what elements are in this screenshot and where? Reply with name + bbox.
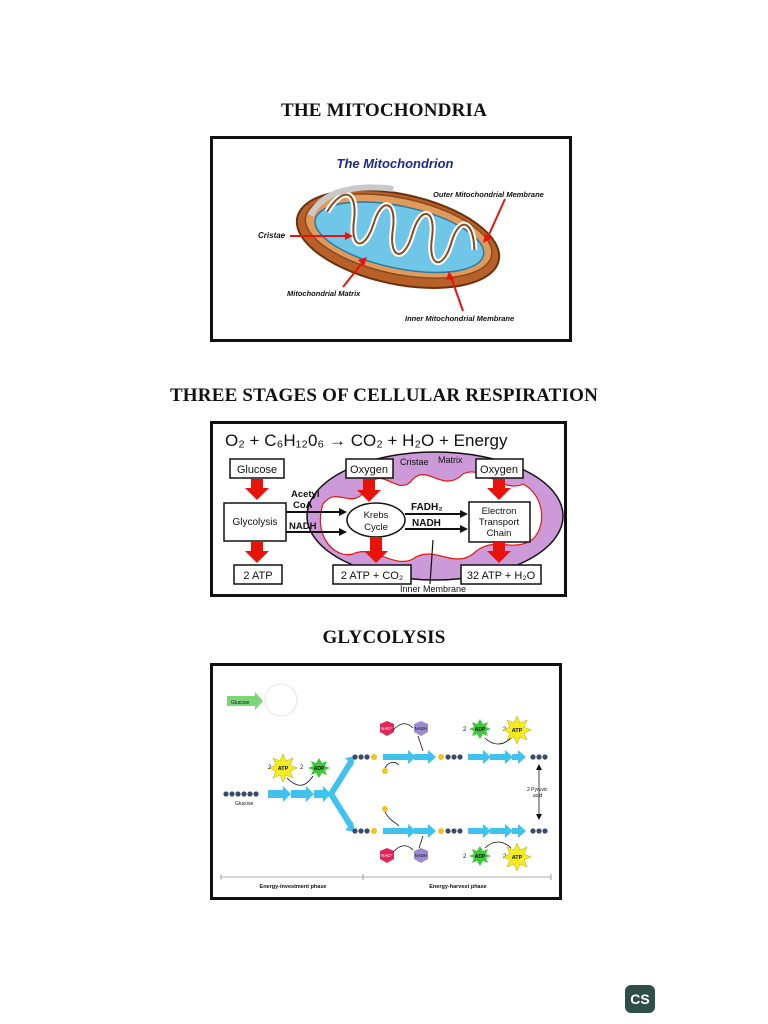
label-outer-membrane: Outer Mitochondrial Membrane (433, 190, 544, 199)
text-oxygen-1: Oxygen (350, 464, 388, 476)
red-arrow-4 (245, 542, 269, 563)
box-atp-1 (233, 564, 283, 585)
bottom-chain-a (352, 828, 370, 834)
investment-arrows (268, 786, 331, 802)
nad-top-label: NAD⁺ (381, 726, 394, 731)
nadh-bot-label: NADH (415, 853, 428, 858)
two-bot: 2 (463, 854, 467, 860)
text-nadh-2: NADH (412, 518, 441, 529)
adp-star-in (308, 758, 330, 778)
adp-in: ADP (314, 766, 325, 772)
text-etc-1: Electron (482, 506, 517, 517)
text-acetyl-2: CoA (293, 500, 313, 511)
adp-star-bot (469, 846, 491, 866)
mitochondrion-diagram: The Mitochondrion Outer Mitochondrial Me… (258, 156, 544, 323)
nad-bot-label: NAD⁺ (381, 853, 394, 858)
glucose-chain (223, 791, 259, 797)
nadh-bot (414, 848, 428, 863)
mitochondrion-figure: The Mitochondrion Outer Mitochondrial Me… (210, 136, 572, 342)
adp-bot: ADP (475, 854, 486, 860)
box-glycolysis (223, 502, 287, 542)
atp-star-bot (502, 842, 532, 872)
harvest-phase-label: Energy-harvest phase (429, 884, 486, 890)
top-chain-a (352, 754, 370, 760)
text-atp-3: 32 ATP + H₂O (467, 570, 536, 582)
nadh-top (414, 721, 428, 736)
mitochondria-heading: THE MITOCHONDRIA (280, 100, 488, 121)
box-etc (468, 501, 531, 543)
glucose-tag-arrow (227, 692, 263, 710)
text-glucose: Glucose (237, 464, 277, 476)
nad-top (380, 721, 394, 736)
investment-phase-label: Energy-investment phase (260, 884, 327, 890)
text-nadh-1: NADH (289, 521, 317, 532)
glycolysis-diagram: Glucose Glucose 2 ATP 2 ADP (220, 683, 552, 890)
two-in-2: 2 (300, 765, 304, 771)
red-arrow-5 (364, 537, 388, 563)
pyruvic-1: 2 Pyruvic (527, 787, 548, 793)
box-oxygen-2 (475, 458, 524, 479)
adp-star-top (469, 719, 491, 739)
nad-bot (380, 848, 394, 863)
two-top: 2 (463, 727, 467, 733)
box-glucose (229, 458, 285, 479)
text-cristae: Cristae (400, 457, 429, 467)
red-arrow-3 (487, 479, 511, 500)
glycolysis-heading: GLYCOLYSIS (322, 627, 446, 648)
box-atp-3 (460, 564, 542, 585)
respiration-heading: THREE STAGES OF CELLULAR RESPIRATION (169, 385, 599, 406)
text-atp-2: 2 ATP + CO₂ (341, 570, 403, 582)
label-matrix: Mitochondrial Matrix (287, 289, 361, 298)
text-etc-2: Transport (479, 517, 520, 528)
text-atp-1: 2 ATP (243, 570, 272, 582)
adp-top: ADP (475, 727, 486, 733)
glycolysis-figure: Glucose Glucose 2 ATP 2 ADP (210, 663, 562, 900)
red-arrow-1 (245, 479, 269, 500)
glucose-tag: Glucose (231, 700, 250, 706)
text-acetyl-1: Acetyl (291, 489, 320, 500)
red-arrow-6 (487, 542, 511, 563)
text-krebs-1: Krebs (364, 510, 389, 521)
atp-top: ATP (512, 728, 523, 734)
atp-star-in (268, 753, 298, 783)
text-fadh: FADH₂ (411, 502, 443, 513)
text-oxygen-2: Oxygen (480, 464, 518, 476)
glucose-label: Glucose (235, 801, 254, 807)
box-oxygen-1 (345, 458, 394, 479)
pyruvic-2: acid (533, 793, 542, 799)
text-matrix: Matrix (438, 455, 463, 465)
text-glycolysis: Glycolysis (232, 517, 277, 528)
nadh-top-label: NADH (415, 726, 428, 731)
figure-title: The Mitochondrion (337, 156, 454, 171)
box-atp-2 (332, 564, 412, 585)
text-krebs-2: Cycle (364, 522, 388, 533)
atp-bot: ATP (512, 855, 523, 861)
atp-in: ATP (278, 766, 289, 772)
mitochondrion-shape (295, 184, 501, 289)
atp-star-top (502, 715, 532, 745)
equation: O₂ + C₆H₁₂0₆ → CO₂ + H₂O + Energy (225, 431, 508, 450)
red-arrow-2 (357, 479, 381, 502)
label-cristae: Cristae (258, 231, 286, 240)
label-inner-membrane: Inner Mitochondrial Membrane (405, 314, 514, 323)
text-inner-membrane: Inner Membrane (400, 584, 466, 594)
respiration-diagram: O₂ + C₆H₁₂0₆ → CO₂ + H₂O + Energy Glucos… (223, 431, 564, 594)
camscanner-badge: CS (625, 985, 655, 1013)
text-etc-3: Chain (487, 528, 512, 539)
respiration-figure: O₂ + C₆H₁₂0₆ → CO₂ + H₂O + Energy Glucos… (210, 421, 567, 597)
